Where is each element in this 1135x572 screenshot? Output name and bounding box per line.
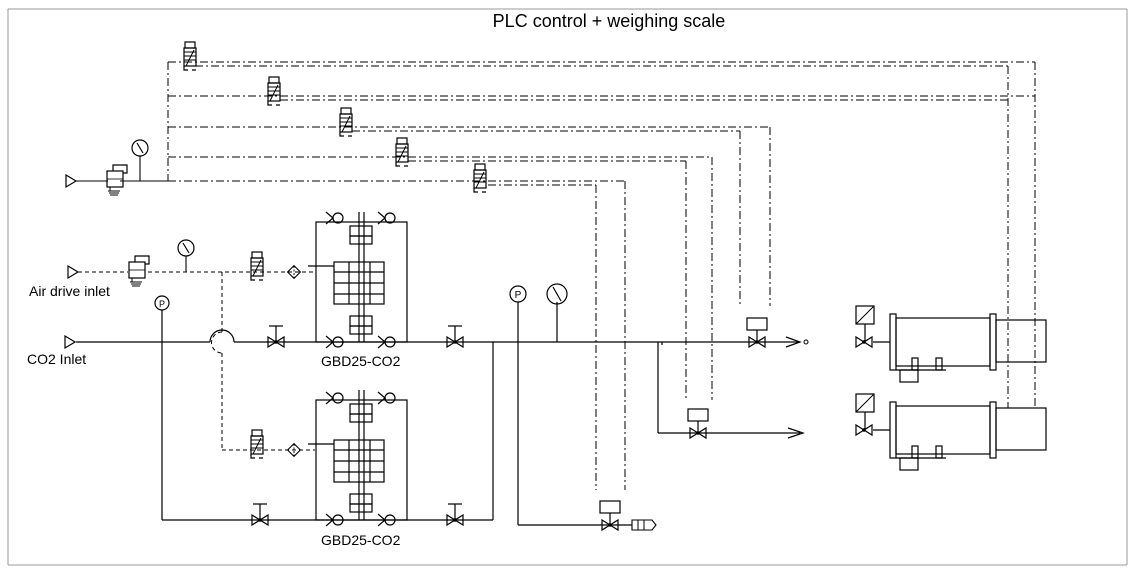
pump-gbd25-bottom (308, 390, 408, 521)
pump-bottom-label: GBD25-CO2 (321, 532, 401, 548)
pump-top-label: GBD25-CO2 (321, 353, 401, 369)
air-drive-inlet-label: Air drive inlet (29, 283, 110, 299)
pressure-gauge-outlet-letter: P (515, 290, 522, 301)
cylinder-bottom (855, 393, 1047, 471)
pressure-gauge-inlet-letter: P (159, 299, 165, 309)
co2-inlet-label: CO2 Inlet (27, 351, 87, 367)
pump-gbd25-top (308, 212, 408, 343)
diagram-title: PLC control + weighing scale (492, 11, 726, 31)
cylinder-top (855, 305, 1047, 383)
